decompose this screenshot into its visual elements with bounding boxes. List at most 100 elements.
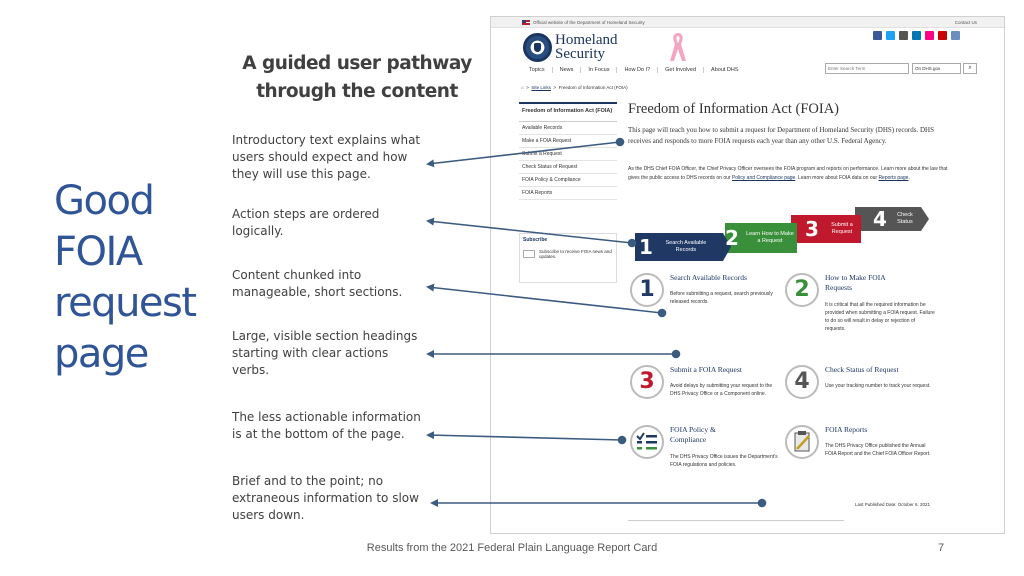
section-how-to-make-requests: 2 How to Make FOIA Requests It is critic… [785,273,935,353]
policy-compliance-link[interactable]: Policy and Compliance page [731,175,796,181]
left-nav-item[interactable]: Check Status of Request [519,161,617,174]
section-heading[interactable]: Search Available Records [670,273,747,282]
search-input[interactable]: Enter Search Term [825,63,909,74]
page-title: Freedom of Information Act (FOIA) [628,101,840,117]
step-label: Check Status [897,212,913,225]
home-icon[interactable]: ⌂ [521,85,524,90]
nav-news[interactable]: News [551,67,581,73]
step-3[interactable]: 3 Submit a Request [805,215,875,243]
note-line: they will use this page. [232,167,371,181]
intro-text: This page will teach you how to submit a… [628,126,934,145]
intro2-text: . [908,175,910,181]
last-published-date: Last Published Date: October 6, 2021 [855,502,931,507]
step-1[interactable]: 1 Search Available Records [639,233,731,261]
note-line: The less actionable information [232,410,421,424]
breadcrumb-current: Freedom of Information Act (FOIA) [558,85,628,90]
nav-how-do-i[interactable]: How Do I? [616,67,657,73]
note-action-steps: Action steps are ordered logically. [232,206,379,240]
instagram-icon[interactable] [899,31,908,40]
note-line: manageable, short sections. [232,285,403,299]
section-body: The DHS Privacy Office published the Ann… [825,443,931,457]
note-section-headings: Large, visible section headings starting… [232,328,417,379]
left-nav-item[interactable]: Available Records [519,122,617,135]
arrow-steps [426,217,633,244]
arrow-chunked [426,283,663,314]
note-line: Action steps are ordered [232,207,380,221]
note-line: Content chunked into [232,268,362,282]
reports-page-link[interactable]: Reports page [878,175,909,181]
section-heading[interactable]: Check Status of Request [825,365,899,374]
note-line: Introductory text explains what [232,133,421,147]
email-subscribe-icon [523,250,535,258]
step-4[interactable]: 4 Check Status [873,207,931,231]
note-line: users down. [232,508,305,522]
section-body: Before submitting a request, search prev… [670,291,773,305]
search-button[interactable]: ⌕ [963,63,977,74]
subscribe-text[interactable]: Subscribe to receive FOIA news and updat… [539,249,612,259]
section-heading[interactable]: Submit a FOIA Request [670,365,742,374]
breadcrumb-site-links[interactable]: Site Links [531,85,551,90]
section-number: 4 [785,365,819,399]
arrow-dot [615,137,625,147]
pink-ribbon-icon [670,33,686,61]
section-heading[interactable]: FOIA Reports [825,425,868,434]
section-foia-reports: FOIA Reports The DHS Privacy Office publ… [785,425,935,485]
homeland-security-logo[interactable]: Homeland Security [555,33,617,62]
step-2[interactable]: 2 Learn How to Make a Request [725,223,797,253]
heading-line: through the content [256,81,458,102]
step-label: Learn How to Make a Request [746,231,794,244]
side-title-line: request [54,280,197,326]
email-icon[interactable] [951,31,960,40]
note-line: users should expect and how [232,150,408,164]
checklist-icon [630,425,664,459]
step-2-shape [725,223,797,253]
note-line: verbs. [232,363,270,377]
section-number: 2 [785,273,819,307]
section-number: 1 [630,273,664,307]
search-scope-select[interactable]: On DHS.gov [912,63,961,74]
section-body: Use your tracking number to track your r… [825,383,931,389]
note-brief: Brief and to the point; no extraneous in… [232,473,419,524]
left-nav-title[interactable]: Freedom of Information Act (FOIA) [519,104,617,122]
note-content-chunked: Content chunked into manageable, short s… [232,267,402,301]
nav-in-focus[interactable]: In Focus [580,67,616,73]
left-nav: Freedom of Information Act (FOIA) Availa… [519,102,617,200]
section-body: Avoid delays by submitting your request … [670,383,773,397]
note-line: Brief and to the point; no [232,474,384,488]
linkedin-icon[interactable] [912,31,921,40]
left-nav-item[interactable]: FOIA Policy & Compliance [519,174,617,187]
note-line: is at the bottom of the page. [232,427,405,441]
section-heading[interactable]: FOIA Policy & Compliance [670,425,716,444]
left-nav-item[interactable]: Submit a Request [519,148,617,161]
section-number: 3 [630,365,664,399]
flickr-icon[interactable] [925,31,934,40]
intro2-text: As the DHS Chief FOIA Officer, the Chief… [628,166,948,181]
section-search-records: 1 Search Available Records Before submit… [630,273,780,333]
nav-about-dhs[interactable]: About DHS [703,67,746,73]
official-banner: Official website of the Department of Ho… [491,17,1004,28]
nav-topics[interactable]: Topics [529,67,545,73]
section-body: The DHS Privacy Office issues the Depart… [670,454,778,468]
dhs-seal-icon[interactable] [523,33,552,62]
arrow-dot [617,435,627,445]
brand-line: Security [555,46,605,62]
facebook-icon[interactable] [873,31,882,40]
note-line: Large, visible section headings [232,329,418,343]
breadcrumb-sep: > [526,85,529,90]
youtube-icon[interactable] [938,31,947,40]
slide-side-title: Good FOIA request page [54,176,214,380]
step-1-shape [635,233,731,261]
arrow-intro [426,141,621,168]
divider [628,520,844,521]
arrow-dot [757,498,767,508]
twitter-icon[interactable] [886,31,895,40]
report-icon [785,425,819,459]
note-intro-text: Introductory text explains what users sh… [232,132,420,183]
heading-line: A guided user pathway [242,53,472,74]
nav-get-involved[interactable]: Get Involved [657,67,703,73]
section-check-status: 4 Check Status of Request Use your track… [785,365,935,415]
slide-heading: A guided user pathway through the conten… [232,50,482,106]
contact-us-link[interactable]: Contact Us [954,20,977,25]
section-heading[interactable]: How to Make FOIA Requests [825,273,886,292]
left-nav-item[interactable]: FOIA Reports [519,187,617,200]
